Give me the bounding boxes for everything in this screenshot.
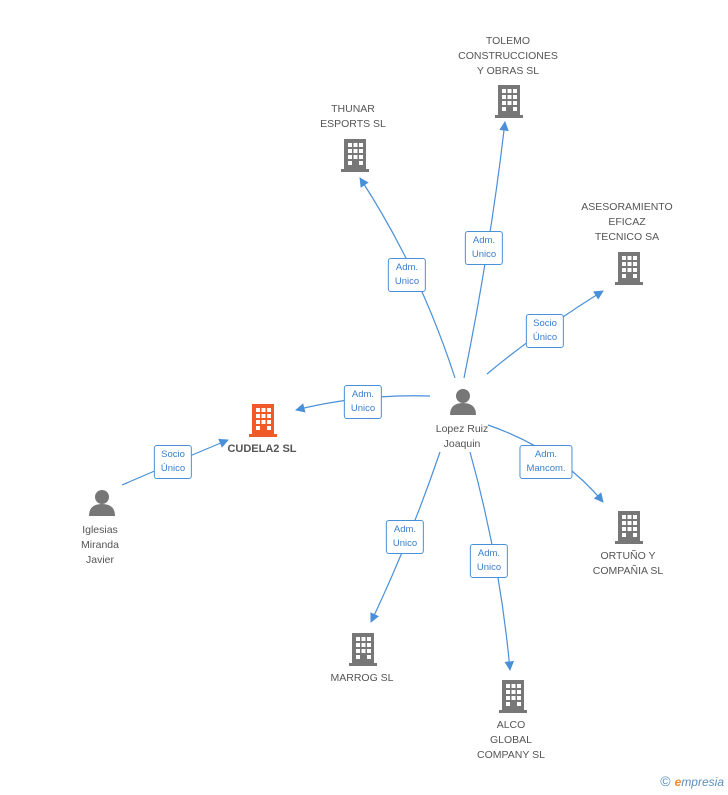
relation-badge-thunar: Adm.Unico [387,258,427,292]
iglesias-person-icon [89,490,115,516]
marrog-building-icon [349,633,377,666]
lopez-person-icon [450,389,476,415]
asesoramiento-building-icon [615,252,643,285]
relation-badge-marrog: Adm.Unico [385,520,425,554]
node-label-marrog[interactable]: MARROG SL [330,672,394,684]
cudela-building-icon [249,404,277,437]
alco-building-icon [499,680,527,713]
relation-badge-alco: Adm.Unico [469,544,509,578]
tolemo-building-icon [495,85,523,118]
relation-badge-cudela: Adm.Unico [343,385,383,419]
empresia-logo[interactable]: ©empresia [660,773,724,789]
relation-badge-tolemo: Adm.Unico [464,231,504,265]
relation-badge-ortuno: Adm.Mancom. [519,445,573,479]
copyright-icon: © [660,773,671,789]
ortuno-building-icon [615,511,643,544]
node-label-cudela[interactable]: CUDELA2 SL [227,443,297,455]
thunar-building-icon [341,139,369,172]
